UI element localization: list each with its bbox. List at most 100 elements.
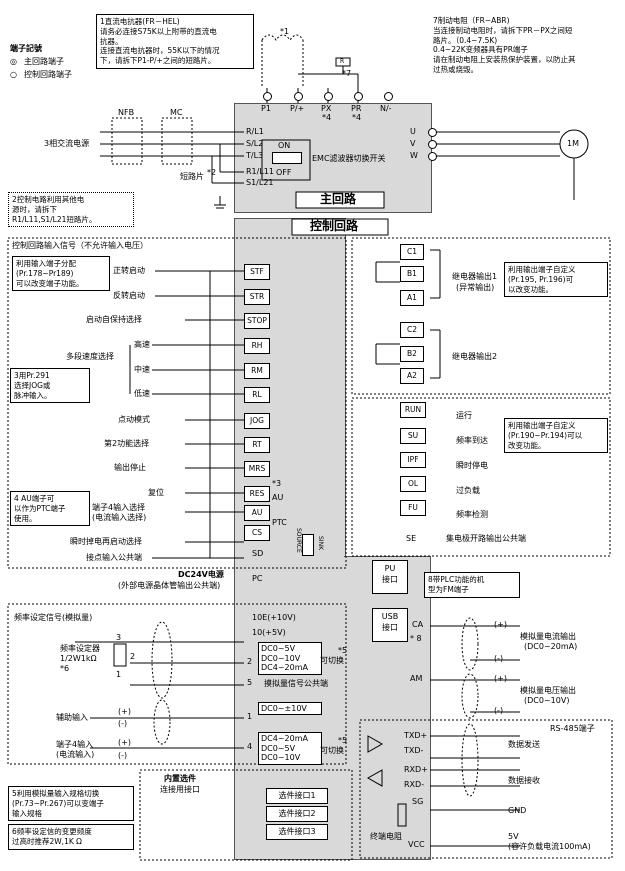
terminal-w xyxy=(428,152,437,161)
out-label-se: 集电极开路输出公共端 xyxy=(446,534,526,543)
pu-port[interactable]: PU 接口 xyxy=(372,560,408,594)
pu-line: PU xyxy=(384,564,396,573)
sink-source-switch[interactable] xyxy=(302,534,314,556)
usb-port[interactable]: USB 接口 xyxy=(372,608,408,642)
option-title: 内置选件 xyxy=(164,774,196,783)
note7-line: 路片。（0.4~7.5K) xyxy=(433,35,498,45)
resistor-label: R xyxy=(340,58,345,65)
terminal-rt: RT xyxy=(244,437,270,453)
pot-pin: 2 xyxy=(130,652,136,661)
emc-switch[interactable] xyxy=(272,152,302,164)
note-plc-fm: 8带PLC功能的机 型为FM端子 xyxy=(424,572,520,598)
relay-note-line: 以改变功能。 xyxy=(508,284,553,294)
short-link-star: *2 xyxy=(207,168,217,177)
input-label-cs: 瞬时掉电再启动选择 xyxy=(70,537,142,546)
input-label-rm: 中速 xyxy=(134,365,150,374)
out-terminal-se: SE xyxy=(406,534,417,543)
terminal-rl: RL xyxy=(244,387,270,403)
legend-control: 控制回路端子 xyxy=(24,70,72,79)
terminal-n xyxy=(384,92,393,101)
option-slot-label: 选件接口1 xyxy=(278,791,316,800)
out-label-su: 频率到达 xyxy=(456,436,488,445)
usb-line: 接口 xyxy=(382,623,398,633)
pc-label: PC xyxy=(252,574,263,583)
out-terminal-fu: FU xyxy=(400,500,426,516)
terminal-cs: CS xyxy=(244,525,270,541)
note-au-ptc: 4 AU端子可 以作为PTC端子 使用。 xyxy=(10,491,90,527)
terminal-jog: JOG xyxy=(244,413,270,429)
ca-plus: (+) xyxy=(494,620,507,629)
mc-label: MC xyxy=(170,108,183,117)
ctrl-note-line: (Pr.178~Pr189) xyxy=(16,268,74,278)
option-slot-2[interactable]: 选件接口2 xyxy=(266,806,328,822)
out-label-run: 运行 xyxy=(456,411,472,420)
ca-star: * 8 xyxy=(410,634,422,643)
input-label-au: 端子4输入选择 xyxy=(92,503,146,512)
option-sub: 连接用接口 xyxy=(160,785,200,794)
nfb-label: NFB xyxy=(118,108,135,117)
input-label-stf: 正转启动 xyxy=(113,266,145,275)
pot-rating: 1/2W1kΩ xyxy=(60,654,97,663)
out-terminal-su: SU xyxy=(400,428,426,444)
contact-common: 接点输入公共端 xyxy=(86,553,142,562)
terminal1-range-box: DC0~±10V xyxy=(258,702,322,715)
top-terminal-label: P/+ xyxy=(290,104,305,113)
sd-label: SD xyxy=(252,549,264,558)
sink-label: SINK xyxy=(316,536,324,551)
short-link-label: 短路片 xyxy=(180,172,204,181)
rs-terminal-txd-minus: TXD- xyxy=(404,746,424,755)
multi-speed-label: 多段速度选择 xyxy=(66,352,114,361)
legend-main: 主回路端子 xyxy=(24,57,64,66)
au-sub: (电流输入选择) xyxy=(92,513,147,522)
t4in-label: 端子4输入 xyxy=(56,740,94,749)
option-slot-3[interactable]: 选件接口3 xyxy=(266,824,328,840)
rs-terminal-rxd-minus: RXD- xyxy=(404,780,425,789)
relay2-label: 继电器输出2 xyxy=(452,352,498,361)
dc24-sub: (外部电源晶体管输出公共端) xyxy=(118,581,221,590)
analog-common: 摸拟量信号公共端 xyxy=(264,679,328,688)
input-terminal: R1/L11 xyxy=(246,167,274,176)
emc-label: EMC滤波器切换开关 xyxy=(312,154,386,163)
note6-line: 过高时推荐2W,1K Ω xyxy=(12,836,82,846)
ptc-label: PTC xyxy=(272,518,287,527)
option-slot-1[interactable]: 选件接口1 xyxy=(266,788,328,804)
note7-line: 0.4~22K变频器具有PR端子 xyxy=(433,45,528,55)
three-phase-label: 3相交流电源 xyxy=(44,139,90,148)
note2-line: 2控制电路利用其他电 xyxy=(12,195,85,204)
input-label-mrs: 输出停止 xyxy=(114,463,146,472)
note-analog-switch: 5利用模拟量输入规格切换 (Pr.73~Pr.267)可以变端子 输入规格 xyxy=(8,786,134,822)
relay-note: 利用输出端子自定义 (Pr.195, Pr.196)可 以改变功能。 xyxy=(504,262,608,298)
pot-pin: 1 xyxy=(116,670,122,679)
input-label-rh: 高速 xyxy=(134,340,150,349)
rs-terminal-rxd-plus: RXD+ xyxy=(404,765,428,774)
top-terminal-label: P1 xyxy=(261,104,271,113)
t4-range: DC0~10V xyxy=(261,753,301,763)
ca-minus: (-) xyxy=(494,654,504,663)
t1-range: DC0~±10V xyxy=(261,704,307,713)
legend-title: 端子記號 xyxy=(10,44,42,53)
relay1-sub: (异常输出) xyxy=(456,283,495,292)
t4-range: DC4~20mA xyxy=(261,734,308,743)
can-switch: 可切换 xyxy=(320,746,344,755)
out-terminal-run: RUN xyxy=(400,402,426,418)
recv-label: 数据接收 xyxy=(508,776,540,785)
relay-note-line: 利用输出端子自定义 xyxy=(508,265,576,274)
out-label-ipf: 瞬时停电 xyxy=(456,461,488,470)
note3-line: 脉冲输入。 xyxy=(14,390,52,400)
legend-main-symbol: ◎ xyxy=(10,57,17,66)
pu-line: 接口 xyxy=(382,575,398,585)
terminal-res: RES xyxy=(244,486,270,502)
note-pot-rating: 6频率设定信的变更频度 过高时推荐2W,1K Ω xyxy=(8,824,134,850)
analog-terminal-5: 5 xyxy=(247,678,253,687)
terminal-rm: RM xyxy=(244,363,270,379)
terminal-pr xyxy=(354,92,363,101)
t4in-sub: (电流输入) xyxy=(56,750,95,759)
ctrl-input-note: 利用输入端子分配 (Pr.178~Pr189) 可以改变端子功能。 xyxy=(12,256,110,292)
terminal-p1 xyxy=(263,92,272,101)
am-plus: (+) xyxy=(494,674,507,683)
ctrl-input-header: 控制回路输入信号（不允许输入电压） xyxy=(12,241,148,250)
terminal-v xyxy=(428,140,437,149)
send-label: 数据发送 xyxy=(508,740,540,749)
note3-line: 3用Pr.291 xyxy=(14,371,50,380)
